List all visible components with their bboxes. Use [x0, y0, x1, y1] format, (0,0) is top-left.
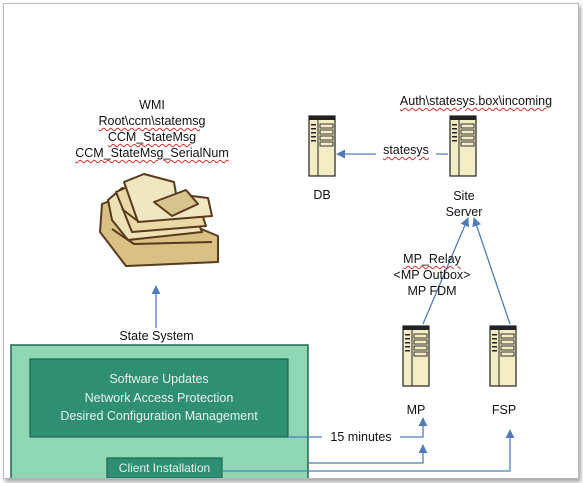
diagram-canvas [10, 115, 517, 478]
mp-relay-label: MP_Relay <MP Outbox> MP FDM [382, 251, 482, 299]
arrow-panel-to-mp [308, 444, 428, 464]
db-server-icon [308, 115, 336, 177]
wmi-label: WMI Root\ccm\statemsg CCM_StateMsg CCM_S… [62, 97, 242, 161]
arrow-client-install-to-fsp [222, 429, 515, 472]
feature-item: Software Updates [109, 372, 209, 386]
site-server-icon [449, 115, 477, 177]
fsp-server-icon [489, 325, 517, 387]
auth-path-label: Auth\statesys.box\incoming [399, 94, 553, 108]
diagram-frame: WMI Root\ccm\statemsg CCM_StateMsg CCM_S… [3, 3, 579, 479]
feature-item: Network Access Protection [84, 390, 234, 405]
arrow-mp-to-site [422, 217, 469, 325]
site-server-line-1: Site [453, 189, 475, 203]
features-box [29, 358, 289, 438]
client-installation-box [106, 457, 223, 478]
wmi-line-4: CCM_StateMsg_SerialNum [75, 146, 229, 160]
wmi-line-3: CCM_StateMsg [107, 130, 197, 144]
mp-label: MP [406, 403, 426, 417]
state-system-label: State System [119, 329, 194, 343]
folder-stack-icon [99, 173, 219, 267]
feature-item: Desired Configuration Management [60, 409, 258, 423]
client-installation-label: Client Installation [118, 461, 211, 475]
wmi-line-2: Root\ccm\statemsg [98, 114, 206, 128]
mp-server-icon [402, 325, 430, 387]
fsp-label: FSP [491, 403, 517, 417]
arrow-fsp-to-site [472, 217, 511, 325]
features-text: Software Updates Network Access Protecti… [30, 370, 288, 426]
interval-label: 15 minutes [322, 429, 400, 445]
site-server-label: Site Server [432, 188, 496, 220]
site-server-line-2: Server [445, 205, 483, 219]
wmi-line-1: WMI [139, 98, 165, 112]
mp-relay-line-1: MP_Relay [403, 252, 461, 266]
mp-relay-line-2: <MP Outbox> [393, 268, 471, 282]
db-label: DB [313, 188, 331, 202]
statesys-label: statesys [376, 142, 436, 158]
mp-relay-line-3: MP FDM [407, 284, 457, 298]
